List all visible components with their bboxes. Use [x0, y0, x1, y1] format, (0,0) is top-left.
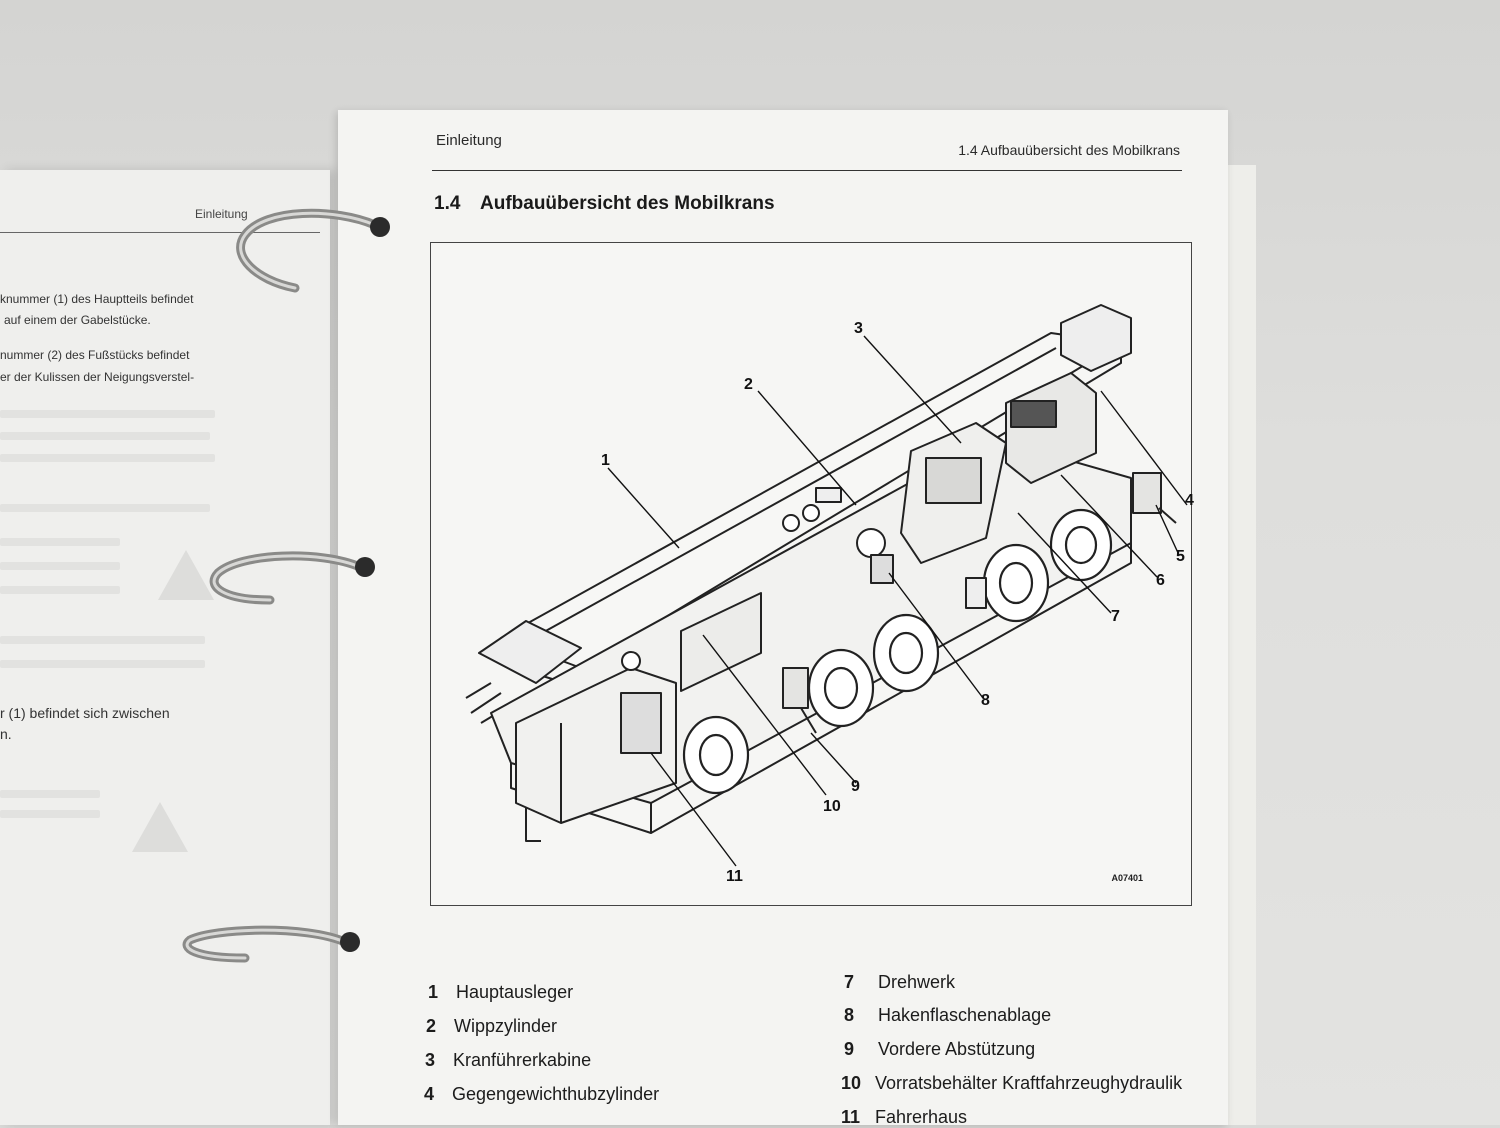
legend-item: 2 Wippzylinder: [426, 1016, 557, 1037]
legend-label: Vordere Abstützung: [878, 1039, 1036, 1059]
legend-label: Kranführerkabine: [453, 1050, 592, 1070]
legend-item: 1 Hauptausleger: [428, 982, 573, 1003]
faded-text: [0, 454, 215, 462]
left-page: Einleitung knummer (1) des Hauptteils be…: [0, 170, 330, 1125]
legend-number: 4: [424, 1084, 435, 1104]
legend-number: 2: [426, 1016, 437, 1036]
callout-label: 5: [1176, 548, 1185, 565]
left-page-line: er der Kulissen der Neigungsverstel-: [0, 370, 195, 384]
legend-item: 3 Kranführerkabine: [425, 1050, 591, 1071]
legend-label: Wippzylinder: [454, 1016, 558, 1036]
legend-number: 1: [428, 982, 439, 1002]
crane-figure: 1 2 3 4 5 6 7 8 9 10 11 A07401: [430, 242, 1194, 906]
legend-number: 10: [841, 1073, 862, 1093]
callout-label: 8: [981, 692, 990, 709]
callout-label: 1: [601, 452, 610, 469]
crane-illustration: 1 2 3 4 5 6 7 8 9 10 11: [465, 304, 1194, 885]
legend-number: 11: [841, 1107, 861, 1127]
section-heading: 1.4 Aufbauübersicht des Mobilkrans: [434, 193, 775, 215]
callout-label: 11: [726, 868, 743, 885]
left-page-rule: [0, 232, 320, 233]
left-page-header: Einleitung: [195, 207, 248, 221]
legend-item: 8 Hakenflaschenablage: [844, 1005, 1051, 1026]
faded-text: [0, 636, 205, 644]
legend-number: 3: [425, 1050, 436, 1070]
faded-text: [0, 410, 215, 418]
faded-text: [0, 504, 210, 512]
legend-item: 4 Gegengewichthubzylinder: [424, 1084, 659, 1105]
legend-label: Vorratsbehälter Kraftfahrzeughydraulik: [875, 1073, 1183, 1093]
callout-label: 10: [823, 798, 841, 815]
callout-label: 2: [744, 376, 753, 393]
section-number: 1.4: [434, 193, 461, 214]
left-page-line: knummer (1) des Hauptteils befindet: [0, 292, 194, 306]
callout-label: 6: [1156, 572, 1165, 589]
faded-text: [0, 562, 120, 570]
legend-label: Fahrerhaus: [875, 1107, 968, 1127]
left-page-line: nummer (2) des Fußstücks befindet: [0, 348, 190, 362]
legend-label: Gegengewichthubzylinder: [452, 1084, 660, 1104]
legend-item: 10 Vorratsbehälter Kraftfahrzeughydraulik: [841, 1073, 1182, 1094]
left-page-line: n.: [0, 726, 12, 742]
faded-text: [0, 586, 120, 594]
right-page: Einleitung 1.4 Aufbauübersicht des Mobil…: [338, 110, 1228, 1128]
running-header-left: Einleitung: [436, 132, 502, 149]
legend-item: 11 Fahrerhaus: [841, 1107, 967, 1128]
legend-item: 9 Vordere Abstützung: [844, 1039, 1035, 1060]
legend-label: Hauptausleger: [456, 982, 574, 1002]
callout-label: 3: [854, 320, 863, 337]
callout-label: 7: [1111, 608, 1120, 625]
figure-code: A07401: [1111, 873, 1143, 883]
legend-number: 7: [844, 972, 855, 992]
legend-label: Drehwerk: [878, 972, 956, 992]
warning-triangle-icon: [132, 802, 188, 852]
faded-text: [0, 660, 205, 668]
warning-triangle-icon: [158, 550, 214, 600]
left-page-line: auf einem der Gabelstücke.: [4, 313, 151, 327]
faded-text: [0, 790, 100, 798]
callout-label: 9: [851, 778, 860, 795]
binder-ring-icon: [182, 925, 360, 963]
faded-text: [0, 432, 210, 440]
legend-item: 7 Drehwerk: [844, 972, 955, 993]
running-header-right: 1.4 Aufbauübersicht des Mobilkrans: [958, 142, 1180, 158]
faded-text: [0, 538, 120, 546]
faded-text: [0, 810, 100, 818]
section-title: Aufbauübersicht des Mobilkrans: [480, 193, 775, 214]
binder-ring-icon: [209, 551, 375, 605]
legend-label: Hakenflaschenablage: [878, 1005, 1052, 1025]
left-page-line: r (1) befindet sich zwischen: [0, 705, 170, 721]
legend-number: 9: [844, 1039, 855, 1059]
header-rule: [432, 170, 1182, 171]
binder-ring-icon: [236, 208, 390, 293]
callout-label: 4: [1185, 492, 1194, 509]
legend-number: 8: [844, 1005, 855, 1025]
